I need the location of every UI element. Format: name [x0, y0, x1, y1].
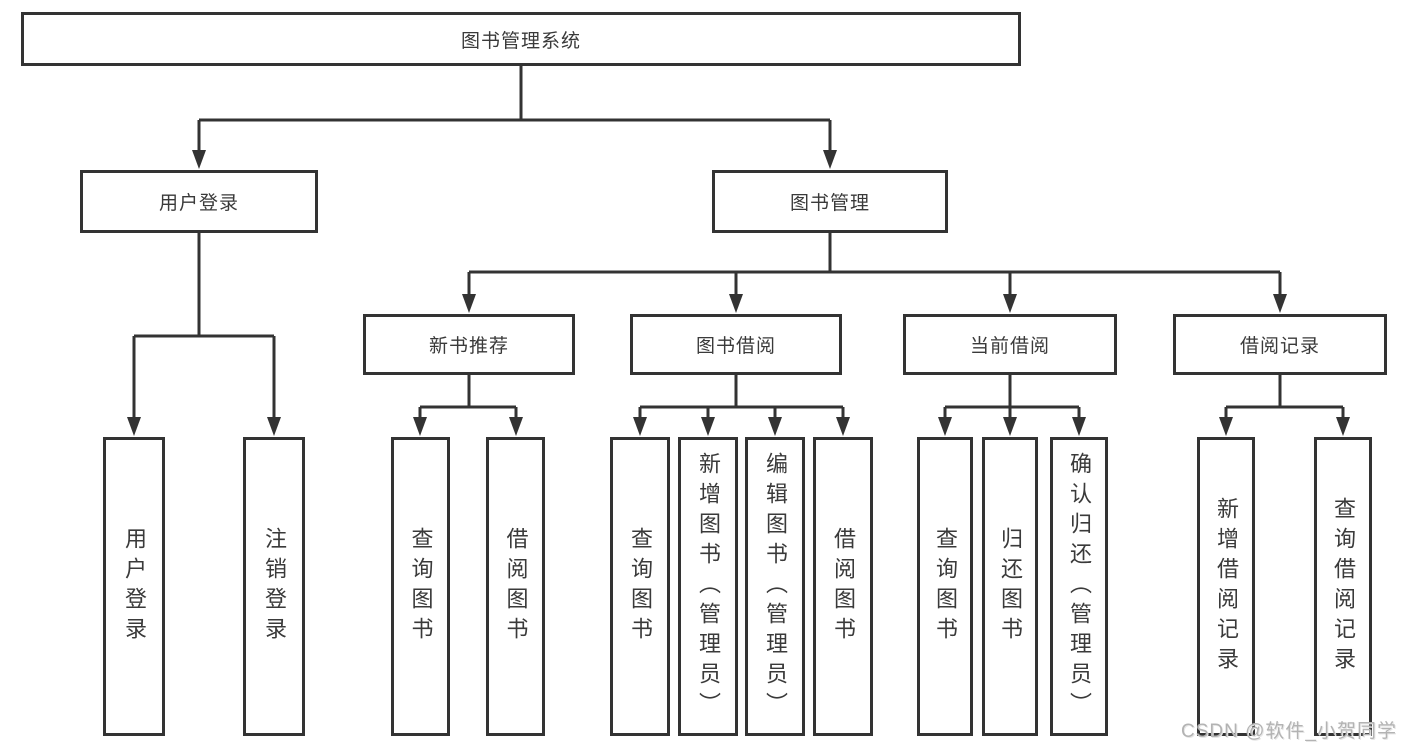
node-label: 确认归还（管理员）	[1067, 451, 1092, 722]
node-borrowing-records: 借阅记录	[1173, 314, 1387, 375]
node-new-book-recommendation: 新书推荐	[363, 314, 575, 375]
node-label: 归还图书	[998, 526, 1023, 647]
leaf-edit-books-admin: 编辑图书（管理员）	[745, 437, 805, 736]
node-label: 查询图书	[933, 526, 958, 647]
node-label: 编辑图书（管理员）	[763, 451, 788, 722]
leaf-query-borrow-record: 查询借阅记录	[1314, 437, 1372, 736]
node-label: 新增借阅记录	[1214, 496, 1239, 677]
node-library-management-system: 图书管理系统	[21, 12, 1021, 66]
node-label: 借阅图书	[831, 526, 856, 647]
node-book-management: 图书管理	[712, 170, 948, 233]
node-label: 图书管理系统	[460, 30, 581, 52]
node-current-borrowing: 当前借阅	[903, 314, 1117, 375]
node-label: 当前借阅	[969, 336, 1050, 357]
leaf-confirm-return-admin: 确认归还（管理员）	[1050, 437, 1108, 736]
arrowheads	[127, 150, 1350, 436]
leaf-add-borrow-record: 新增借阅记录	[1197, 437, 1255, 736]
node-label: 新增图书（管理员）	[696, 451, 721, 722]
leaf-query-books: 查询图书	[391, 437, 450, 736]
node-label: 查询图书	[628, 526, 653, 647]
node-label: 借阅记录	[1239, 336, 1320, 357]
leaf-logout: 注销登录	[243, 437, 305, 736]
csdn-watermark: CSDN @软件_小贺同学	[1181, 721, 1397, 742]
leaf-add-books-admin: 新增图书（管理员）	[678, 437, 738, 736]
node-label: 注销登录	[262, 526, 287, 647]
node-label: 用户登录	[158, 193, 239, 214]
node-label: 借阅图书	[503, 526, 529, 647]
node-label: 图书借阅	[695, 336, 776, 357]
leaf-user-login: 用户登录	[103, 437, 165, 736]
leaf-return-books: 归还图书	[982, 437, 1038, 736]
node-label: 查询借阅记录	[1331, 496, 1356, 677]
leaf-borrow-books: 借阅图书	[813, 437, 873, 736]
node-label: 图书管理	[789, 193, 870, 214]
node-user-login: 用户登录	[80, 170, 318, 233]
node-label: 查询图书	[408, 526, 434, 647]
leaf-borrow-books: 借阅图书	[486, 437, 545, 736]
leaf-query-books: 查询图书	[610, 437, 670, 736]
node-book-borrowing: 图书借阅	[630, 314, 842, 375]
leaf-query-books: 查询图书	[917, 437, 973, 736]
node-label: 新书推荐	[428, 336, 509, 357]
node-label: 用户登录	[122, 526, 147, 647]
